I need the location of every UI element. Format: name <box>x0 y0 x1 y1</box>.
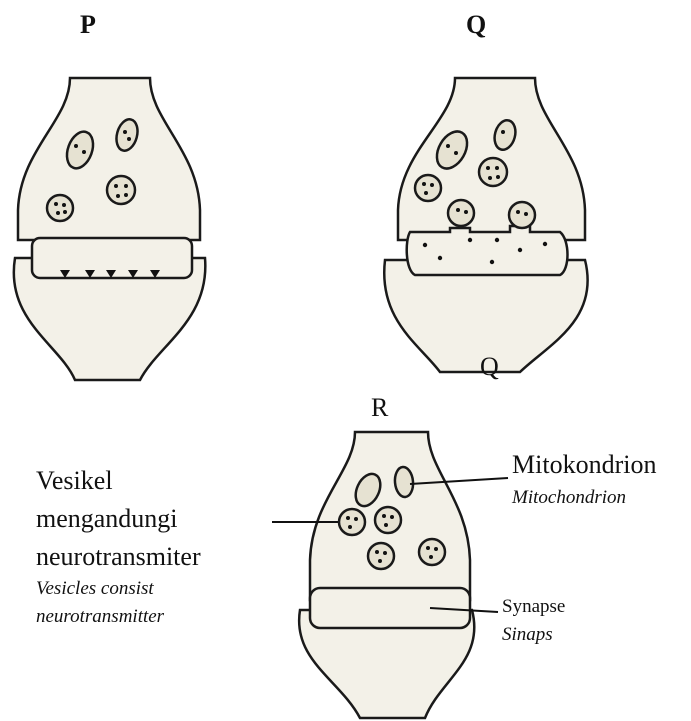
synapse-label-en: Synapse <box>502 596 565 618</box>
synaptic-cleft-q <box>407 226 568 275</box>
synapse-label-ms: Sinaps <box>502 624 553 646</box>
panel-q-stray-label: Q <box>480 352 499 382</box>
panel-label-p: P <box>80 10 96 40</box>
terminal-bulb-p <box>18 78 200 240</box>
mitochondrion-label-en: Mitochondrion <box>512 487 626 509</box>
panel-label-q: Q <box>466 10 486 40</box>
mitochondrion-label-ms: Mitokondrion <box>512 450 656 480</box>
vesicle-label-line2: mengandungi <box>36 504 178 534</box>
synapse-terminal-q <box>384 78 587 372</box>
panel-label-r: R <box>371 393 388 423</box>
vesicle-label-en1: Vesicles consist <box>36 578 154 600</box>
vesicle-label-line3: neurotransmiter <box>36 542 201 572</box>
vesicle-label-line1: Vesikel <box>36 466 113 496</box>
synapse-terminal-p <box>14 78 206 380</box>
synapse-terminal-r <box>299 432 474 718</box>
vesicle-label-en2: neurotransmitter <box>36 606 164 628</box>
